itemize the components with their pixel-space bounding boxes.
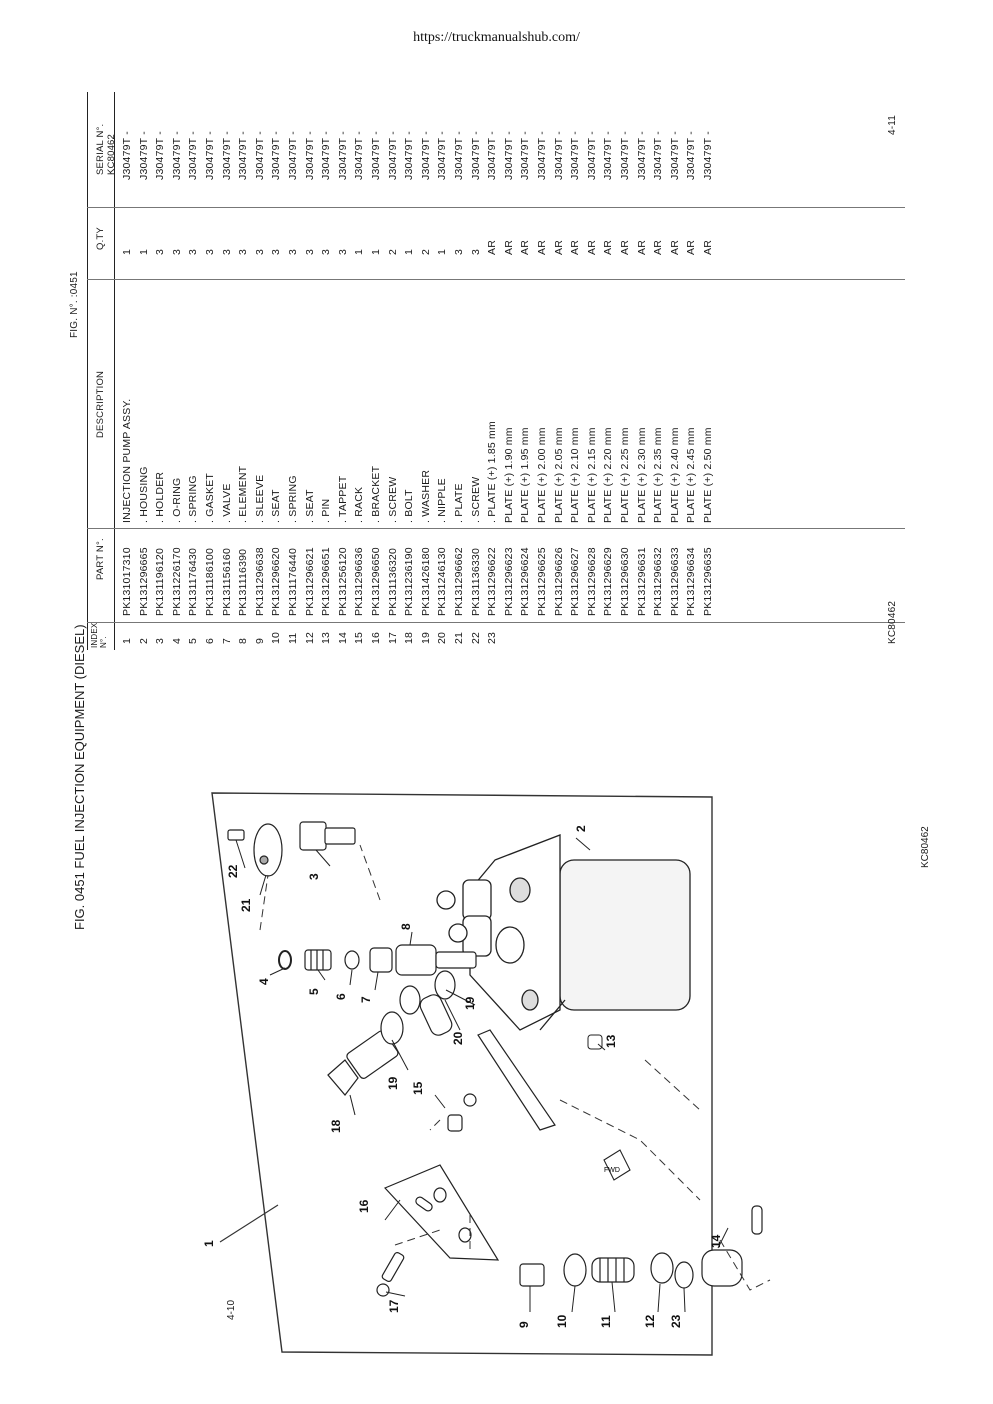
callout-number: 1 [202,1240,216,1247]
housing-drawing [436,834,691,1031]
source-url: https://truckmanualshub.com/ [413,30,580,45]
callout-number: 12 [643,1314,657,1328]
callout-number: 8 [399,923,413,930]
callout-number: 10 [555,1314,569,1328]
callout-number: 5 [307,988,321,995]
callout-number: 11 [599,1315,613,1328]
callout-number: 15 [411,1081,425,1095]
callout-number: 14 [709,1234,723,1248]
fwd-arrow-icon [603,1149,631,1181]
callout-number: 6 [334,993,348,1000]
callout-number: 4 [257,978,271,985]
callout-number: 19 [386,1076,400,1090]
callout-number: 18 [329,1119,343,1133]
callout-number: 16 [357,1199,371,1213]
callout-number: 21 [239,898,253,912]
callout-number: 7 [359,996,373,1003]
callout-number: 23 [669,1314,683,1328]
callout-number: 17 [387,1299,401,1313]
callout-number: 3 [307,873,321,880]
callout-number: 22 [226,864,240,878]
callout-number: 9 [517,1321,531,1328]
fwd-label: FWD [604,1167,620,1174]
callout-number: 13 [604,1034,618,1048]
callout-number: 20 [451,1031,465,1045]
callout-number: 2 [574,825,588,832]
callout-number: 19 [463,996,477,1010]
